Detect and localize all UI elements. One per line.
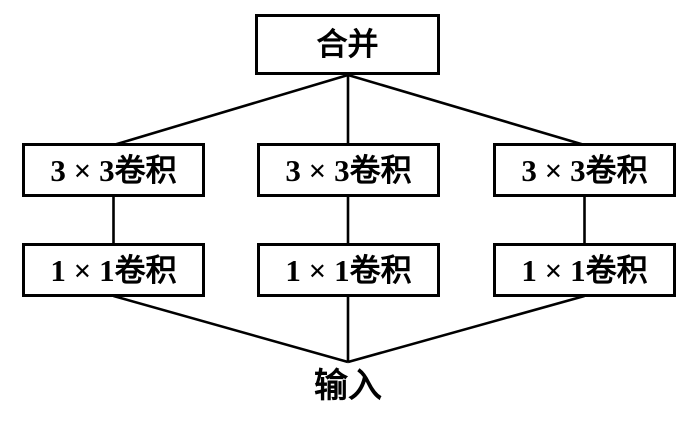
node-conv1x1-mid: 1 × 1卷积 <box>257 243 440 297</box>
node-merge-label: 合并 <box>316 27 379 62</box>
node-conv3x3-mid-label: 3 × 3卷积 <box>285 152 412 188</box>
edge-conv1x1-right-to-input <box>347 294 585 364</box>
edge-conv1x1-left-to-input <box>113 294 349 364</box>
node-conv1x1-right: 1 × 1卷积 <box>493 243 676 297</box>
node-conv3x3-left-label: 3 × 3卷积 <box>50 152 177 188</box>
node-conv1x1-right-label: 1 × 1卷积 <box>521 252 648 288</box>
input-label: 输入 <box>314 368 382 405</box>
node-conv3x3-right: 3 × 3卷积 <box>493 143 676 197</box>
edge-merge-to-conv3x3-right <box>347 73 585 147</box>
node-conv3x3-left: 3 × 3卷积 <box>22 143 205 197</box>
node-conv3x3-right-label: 3 × 3卷积 <box>521 152 648 188</box>
node-conv1x1-left-label: 1 × 1卷积 <box>50 252 177 288</box>
node-conv3x3-mid: 3 × 3卷积 <box>257 143 440 197</box>
node-merge: 合并 <box>255 14 440 75</box>
node-conv1x1-mid-label: 1 × 1卷积 <box>285 252 412 288</box>
edge-merge-to-conv3x3-left <box>113 73 349 147</box>
node-conv1x1-left: 1 × 1卷积 <box>22 243 205 297</box>
